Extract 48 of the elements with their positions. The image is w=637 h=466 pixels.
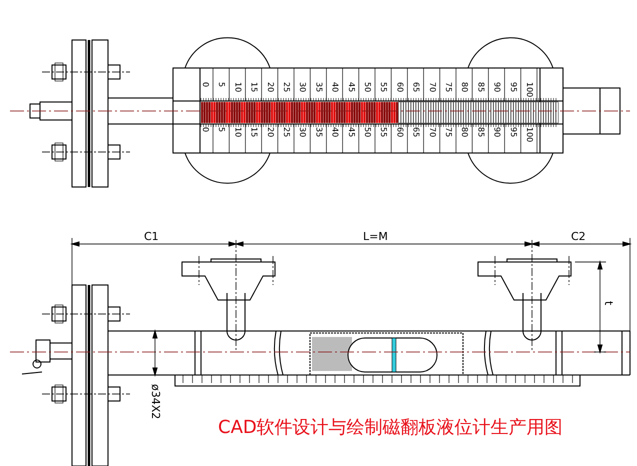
dimension-label: L=M [363,231,388,242]
scale-number: 100 [525,82,533,98]
scale-number: 45 [346,127,355,138]
caption: CAD软件设计与绘制磁翻板液位计生产用图 [218,419,563,437]
scale-number: 90 [492,82,501,92]
scale-number: 30 [298,127,306,138]
scale-number: 55 [379,82,388,92]
scale-number: 30 [298,82,306,92]
scale-number: 25 [282,82,290,92]
scale-number: 70 [428,82,436,92]
scale-number: 20 [266,127,274,138]
scale-number: 85 [476,82,484,92]
scale-number: 45 [346,82,355,92]
scale-number: 35 [314,82,322,92]
dimension-label: ø34X2 [150,384,161,420]
scale-number: 15 [250,127,258,138]
scale-number: 15 [250,82,258,92]
scale-number: 95 [508,127,517,138]
scale-number: 60 [395,82,404,92]
scale-number: 75 [444,127,452,138]
scale-number: 40 [330,127,339,138]
scale-number: 5 [217,82,226,88]
scale-number: 60 [395,127,404,138]
scale-number: 25 [282,127,290,138]
scale-number: 80 [460,82,468,92]
scale-number: 90 [492,127,501,138]
scale-number: 5 [217,127,226,132]
scale-number: 65 [412,127,420,138]
scale-number: 70 [428,127,436,138]
scale-number: 85 [476,127,484,138]
scale-number: 40 [330,82,339,92]
dimension-label: t [603,301,614,306]
scale-number: 100 [525,127,533,142]
scale-number: 20 [266,82,274,92]
scale-number: 95 [508,82,517,92]
dimension-label: C1 [144,231,159,242]
dimension-label: C2 [571,231,586,242]
scale-number: 35 [314,127,322,138]
scale-number: 50 [363,127,371,138]
scale-number: 0 [201,127,209,132]
scale-number: 10 [233,127,242,138]
scale-number: 50 [363,82,371,92]
scale-number: 0 [201,82,209,88]
scale-number: 55 [379,127,388,138]
scale-number: 65 [412,82,420,92]
scale-number: 75 [444,82,452,92]
scale-number: 10 [233,82,242,92]
scale-number: 80 [460,127,468,138]
